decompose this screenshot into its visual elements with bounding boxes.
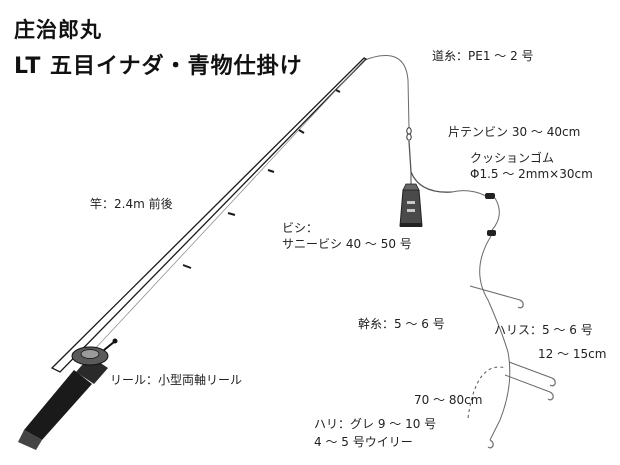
branch-line-2 (508, 361, 553, 379)
rod-line (91, 58, 366, 353)
title-line-1: 庄治郎丸 (14, 18, 102, 42)
reel-handle (103, 341, 115, 351)
rod-butt (18, 430, 42, 450)
label-cushion-2: Φ1.5 ～ 2mm×30cm (470, 167, 593, 181)
main-line (364, 55, 410, 129)
title-line-2: LT 五目イナダ・青物仕掛け (14, 54, 303, 79)
rod-blank (50, 57, 368, 373)
reel (71, 338, 118, 366)
spacing-arc (467, 366, 507, 419)
hook-4 (487, 439, 494, 449)
fishing-rod (18, 57, 368, 450)
hook-2 (549, 377, 556, 387)
rod-grip (24, 370, 92, 440)
trunk-line (479, 235, 511, 441)
reel-handle-knob (112, 338, 118, 344)
label-sinker-1: ビシ： (282, 221, 319, 235)
label-branch-line: ハリス：5 ～ 6 号 (494, 323, 593, 337)
label-trunk-line: 幹糸：5 ～ 6 号 (358, 317, 445, 331)
branch-line-3 (504, 374, 551, 393)
cushion-rubber (485, 193, 495, 199)
label-spacing: 70 ～ 80cm (414, 393, 483, 407)
sinker (399, 172, 423, 227)
hook-3 (547, 391, 554, 401)
label-rod: 竿：2.4m 前後 (90, 197, 173, 211)
label-hook-2: 4 ～ 5 号ウイリー (314, 435, 413, 449)
cushion-line (451, 190, 487, 197)
hook-1 (517, 299, 524, 309)
label-sinker-2: サニービシ 40 ～ 50 号 (282, 237, 412, 251)
hooks (487, 299, 556, 449)
swivel-lower (487, 230, 496, 236)
branch-line-1 (469, 285, 521, 301)
label-main-line: 道糸：PE1 ～ 2 号 (432, 49, 534, 63)
reel-spool (80, 349, 100, 359)
cushion-leader (491, 197, 500, 231)
label-tenbin: 片テンビン 30 ～ 40cm (448, 125, 581, 139)
label-cushion-1: クッションゴム (470, 151, 555, 165)
label-hook-1: ハリ：グレ 9 ～ 10 号 (314, 417, 437, 431)
label-reel: リール：小型両軸リール (110, 373, 243, 387)
label-branch-length: 12 ～ 15cm (538, 347, 607, 361)
swivel (406, 127, 412, 141)
rod-guides (182, 89, 341, 269)
